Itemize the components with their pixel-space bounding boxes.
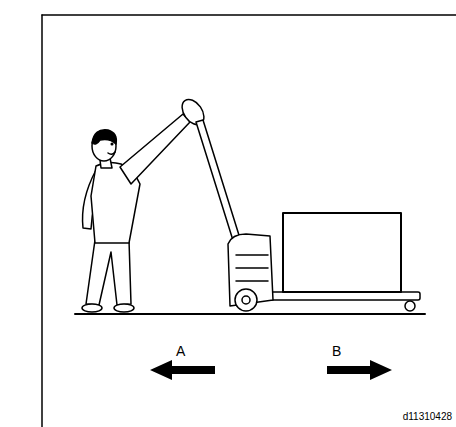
figure-id: d11310428 [403, 412, 452, 422]
frame-line [42, 14, 456, 16]
direction-arrow [327, 360, 392, 380]
direction-letter: A [176, 344, 185, 358]
frame-line [41, 15, 43, 427]
pallet-truck [178, 95, 420, 311]
floor-line [75, 313, 425, 315]
operator-figure [82, 114, 190, 312]
load-box [283, 213, 401, 292]
direction-arrow [150, 360, 215, 380]
direction-letter: B [332, 344, 341, 358]
